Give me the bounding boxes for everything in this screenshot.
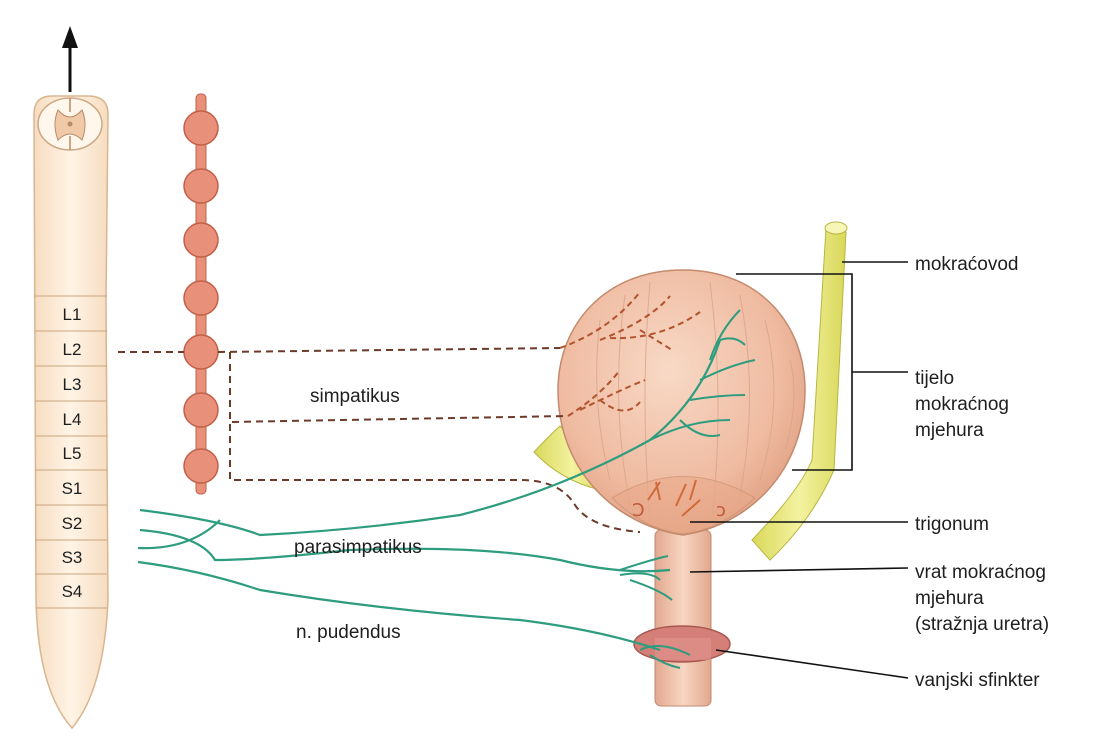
external-sphincter [634, 626, 730, 662]
ganglion [184, 223, 218, 257]
segment-label-l1: L1 [63, 305, 82, 324]
ganglion [184, 393, 218, 427]
bladder-neck-label-line-1: vrat mokraćnog [915, 562, 1046, 583]
ganglion [184, 169, 218, 203]
spinal-cord: L1 L2 L3 L4 L5 S1 S2 S3 S4 [34, 96, 108, 728]
segment-label-l4: L4 [63, 410, 82, 429]
sympathetic-label: simpatikus [310, 386, 400, 407]
ascending-arrow-icon [62, 26, 78, 92]
segment-label-s3: S3 [62, 548, 83, 567]
ganglion [184, 449, 218, 483]
ureteral-orifice-right-icon: ↄ [716, 500, 726, 521]
ureteral-orifice-left-icon: Ↄ [632, 500, 645, 521]
segment-label-l5: L5 [63, 444, 82, 463]
bladder-body-label-line-3: mjehura [915, 420, 984, 441]
pudendal-nerve-label: n. pudendus [296, 622, 401, 643]
segment-label-l2: L2 [63, 340, 82, 359]
bladder-body-label-line-1: tijelo [915, 368, 954, 389]
trigone-label: trigonum [915, 514, 989, 535]
segment-label-l3: L3 [63, 375, 82, 394]
ganglion [184, 335, 218, 369]
parasympathetic-label: parasimpatikus [294, 537, 422, 558]
ganglion [184, 281, 218, 315]
segment-label-s4: S4 [62, 582, 83, 601]
spinal-cord-cross-section [38, 98, 102, 150]
ureter-label: mokraćovod [915, 254, 1019, 275]
bladder-neck-label-line-3: (stražnja uretra) [915, 614, 1049, 635]
segment-label-s1: S1 [62, 479, 83, 498]
bladder-neck-label-line-2: mjehura [915, 588, 984, 609]
sympathetic-chain [184, 94, 218, 494]
ganglion [184, 111, 218, 145]
segment-label-s2: S2 [62, 514, 83, 533]
external-sphincter-label: vanjski sfinkter [915, 670, 1040, 691]
bladder-body-label-line-2: mokraćnog [915, 394, 1009, 415]
